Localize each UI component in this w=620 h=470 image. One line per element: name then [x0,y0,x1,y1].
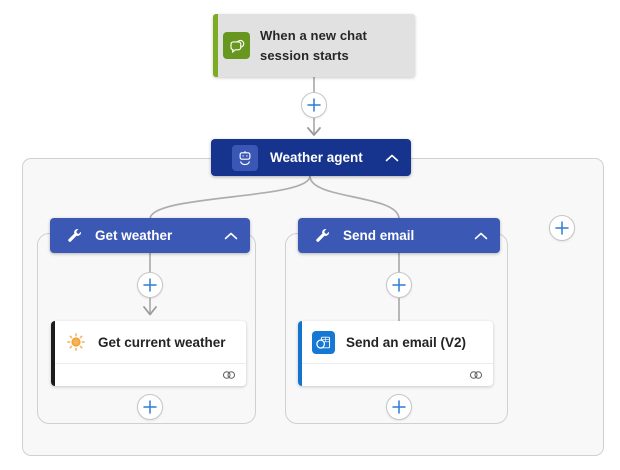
outlook-icon [312,330,335,354]
action-accent-stripe [51,321,55,386]
action-accent-stripe [298,321,302,386]
branch-header-send-email[interactable]: Send email [298,218,500,253]
chevron-up-icon[interactable] [474,232,488,240]
sun-icon [65,331,87,353]
chat-bubbles-icon [223,32,250,59]
add-action-button[interactable] [137,272,163,298]
action-title: Get current weather [98,334,226,350]
branch-title: Send email [343,228,415,243]
bot-icon [232,144,258,171]
chevron-up-icon[interactable] [224,232,238,240]
action-title: Send an email (V2) [346,334,467,350]
add-action-button[interactable] [386,394,412,420]
wrench-icon [67,228,82,243]
connection-icon[interactable] [468,369,484,381]
agent-node[interactable]: Weather agent [211,139,411,176]
action-card-get-current-weather[interactable]: Get current weather [51,321,246,386]
trigger-node[interactable]: When a new chat session starts [213,14,415,77]
connection-icon[interactable] [221,369,237,381]
branch-header-get-weather[interactable]: Get weather [50,218,250,253]
trigger-accent-stripe [213,14,218,77]
branch-title: Get weather [95,228,173,243]
add-action-button[interactable] [386,272,412,298]
add-tool-button[interactable] [549,215,575,241]
action-card-send-an-email[interactable]: Send an email (V2) [298,321,493,386]
chevron-up-icon[interactable] [385,154,399,162]
wrench-icon [315,228,330,243]
add-action-button[interactable] [301,92,327,118]
add-action-button[interactable] [137,394,163,420]
trigger-title: When a new chat session starts [260,27,367,63]
agent-title: Weather agent [270,150,363,165]
